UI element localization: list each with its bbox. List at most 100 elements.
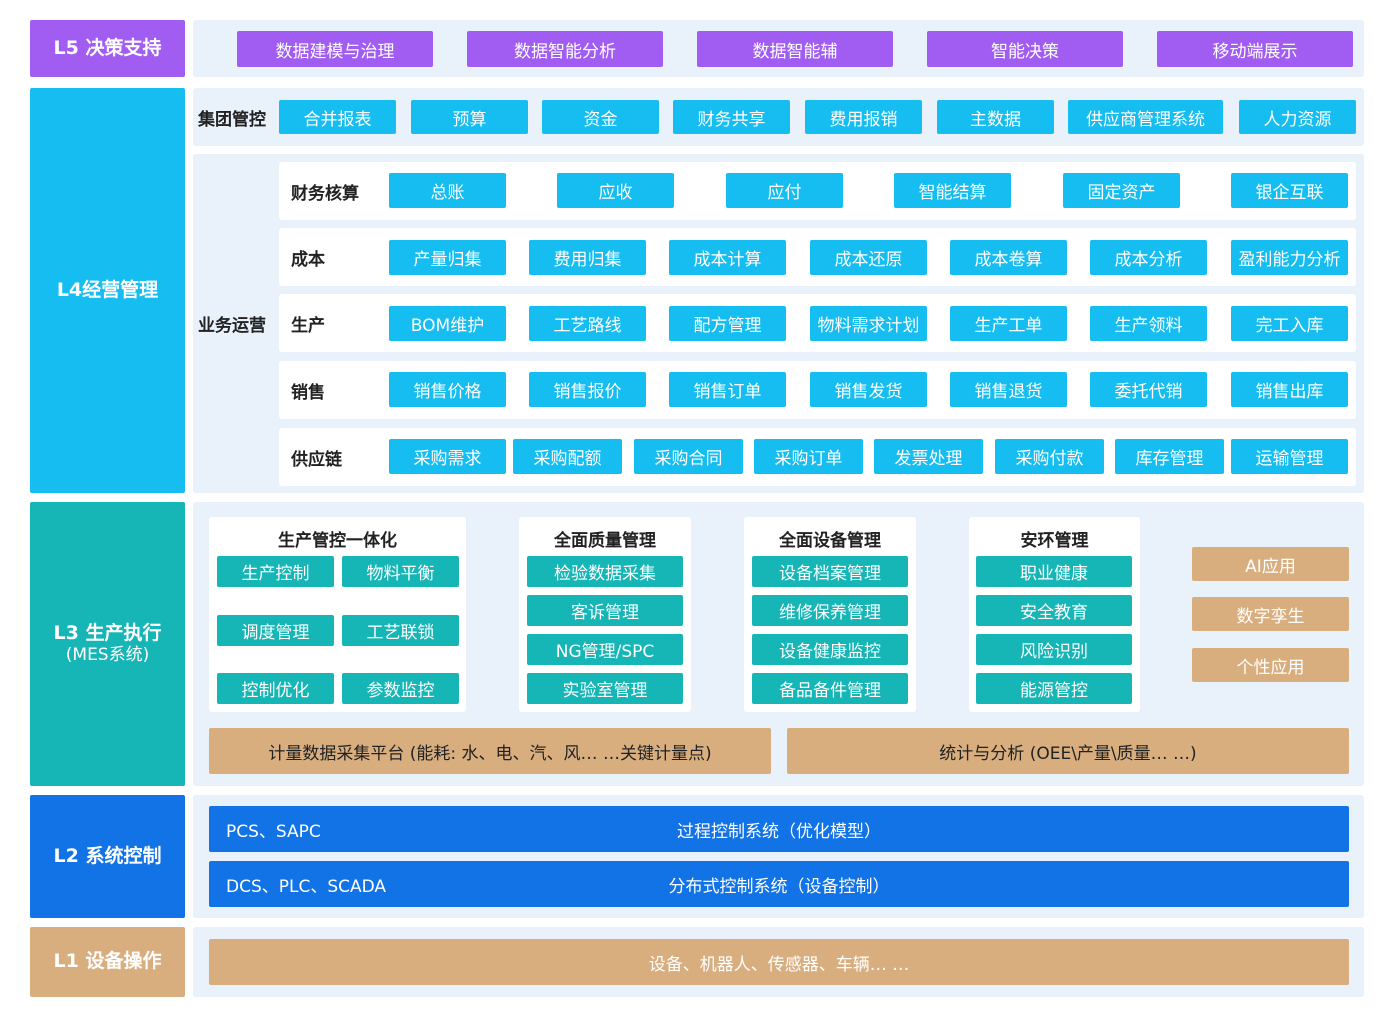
digital-twin-button[interactable]: 数字孪生 — [1192, 597, 1349, 631]
equipment-item[interactable]: 设备档案管理 — [752, 556, 908, 587]
ops-item[interactable]: 委托代销 — [1090, 372, 1207, 407]
ops-item[interactable]: 销售报价 — [529, 372, 646, 407]
ops-item[interactable]: 生产领料 — [1090, 306, 1207, 341]
ops-item[interactable]: BOM维护 — [389, 306, 506, 341]
ops-row-label: 生产 — [291, 315, 325, 336]
quality-item[interactable]: 实验室管理 — [527, 673, 683, 704]
ops-item[interactable]: 成本分析 — [1090, 240, 1207, 275]
ops-item[interactable]: 采购需求 — [389, 439, 506, 474]
prod-item[interactable]: 生产控制 — [217, 556, 334, 587]
process-control-systems: PCS、SAPC — [226, 821, 321, 842]
ops-item[interactable]: 应付 — [726, 173, 843, 208]
equipment-box: 全面设备管理 设备档案管理 维修保养管理 设备健康监控 备品备件管理 — [744, 517, 916, 712]
prod-item[interactable]: 物料平衡 — [342, 556, 459, 587]
quality-item[interactable]: NG管理/SPC — [527, 634, 683, 665]
ops-row-label: 供应链 — [291, 449, 342, 470]
ops-item[interactable]: 发票处理 — [874, 439, 983, 474]
custom-app-button[interactable]: 个性应用 — [1192, 648, 1349, 682]
quality-box: 全面质量管理 检验数据采集 客诉管理 NG管理/SPC 实验室管理 — [519, 517, 691, 712]
ops-item[interactable]: 工艺路线 — [529, 306, 646, 341]
ops-item[interactable]: 销售价格 — [389, 372, 506, 407]
ops-item[interactable]: 销售出库 — [1231, 372, 1348, 407]
prod-item[interactable]: 控制优化 — [217, 673, 334, 704]
ops-item[interactable]: 采购配额 — [513, 439, 622, 474]
prod-item[interactable]: 参数监控 — [342, 673, 459, 704]
safety-item[interactable]: 能源管控 — [976, 673, 1132, 704]
group-item[interactable]: 供应商管理系统 — [1068, 100, 1223, 134]
prod-control-title: 生产管控一体化 — [278, 531, 397, 551]
ops-item[interactable]: 销售退货 — [950, 372, 1067, 407]
quality-item[interactable]: 检验数据采集 — [527, 556, 683, 587]
process-control-desc: 过程控制系统（优化模型） — [677, 821, 881, 842]
equipment-title: 全面设备管理 — [779, 531, 881, 551]
l5-panel: 数据建模与治理 数据智能分析 数据智能辅 智能决策 移动端展示 — [193, 20, 1364, 77]
equipment-item[interactable]: 备品备件管理 — [752, 673, 908, 704]
ops-item[interactable]: 运输管理 — [1231, 439, 1348, 474]
ops-item[interactable]: 销售订单 — [669, 372, 786, 407]
safety-item[interactable]: 风险识别 — [976, 634, 1132, 665]
l5-item[interactable]: 数据建模与治理 — [237, 31, 433, 67]
distributed-control-bar[interactable]: DCS、PLC、SCADA 分布式控制系统（设备控制） — [209, 861, 1349, 907]
ops-item[interactable]: 成本还原 — [810, 240, 927, 275]
ops-item[interactable]: 配方管理 — [669, 306, 786, 341]
l5-item[interactable]: 数据智能分析 — [467, 31, 663, 67]
ops-item[interactable]: 总账 — [389, 173, 506, 208]
ops-item[interactable]: 生产工单 — [950, 306, 1067, 341]
group-item[interactable]: 合并报表 — [279, 100, 396, 134]
equipment-item[interactable]: 设备健康监控 — [752, 634, 908, 665]
group-item[interactable]: 预算 — [411, 100, 528, 134]
ops-item[interactable]: 产量归集 — [389, 240, 506, 275]
ops-item[interactable]: 固定资产 — [1063, 173, 1180, 208]
ops-item[interactable]: 采购合同 — [634, 439, 743, 474]
group-item[interactable]: 主数据 — [937, 100, 1054, 134]
safety-item[interactable]: 职业健康 — [976, 556, 1132, 587]
distributed-control-systems: DCS、PLC、SCADA — [226, 876, 387, 897]
equipment-item[interactable]: 维修保养管理 — [752, 595, 908, 626]
metering-platform-bar[interactable]: 计量数据采集平台 (能耗: 水、电、汽、风… …关键计量点) — [209, 728, 771, 774]
l5-item[interactable]: 智能决策 — [927, 31, 1123, 67]
ops-item[interactable]: 物料需求计划 — [810, 306, 927, 341]
statistics-analysis-bar[interactable]: 统计与分析 (OEE\产量\质量… …) — [787, 728, 1349, 774]
quality-title: 全面质量管理 — [554, 531, 656, 551]
safety-item[interactable]: 安全教育 — [976, 595, 1132, 626]
ai-app-button[interactable]: AI应用 — [1192, 547, 1349, 581]
level-l3-label: L3 生产执行 (MES系统) — [30, 502, 185, 786]
group-item[interactable]: 人力资源 — [1239, 100, 1356, 134]
ops-row-label: 销售 — [291, 382, 325, 403]
ops-row-finance: 财务核算 总账 应收 应付 智能结算 固定资产 银企互联 — [279, 162, 1356, 220]
ops-item[interactable]: 成本计算 — [669, 240, 786, 275]
l5-item[interactable]: 移动端展示 — [1157, 31, 1353, 67]
group-control-label: 集团管控 — [198, 109, 266, 130]
ops-row-label: 财务核算 — [291, 183, 359, 204]
group-item[interactable]: 资金 — [542, 100, 659, 134]
level-l1-label: L1 设备操作 — [30, 927, 185, 997]
group-control-panel: 集团管控 合并报表 预算 资金 财务共享 费用报销 主数据 供应商管理系统 人力… — [193, 88, 1364, 146]
ops-item[interactable]: 采购订单 — [754, 439, 863, 474]
ops-row-sales: 销售 销售价格 销售报价 销售订单 销售发货 销售退货 委托代销 销售出库 — [279, 361, 1356, 419]
ops-row-label: 成本 — [291, 249, 325, 270]
ops-item[interactable]: 智能结算 — [894, 173, 1011, 208]
level-l5-label: L5 决策支持 — [30, 20, 185, 77]
safety-title: 安环管理 — [1020, 531, 1089, 551]
ops-item[interactable]: 盈利能力分析 — [1231, 240, 1348, 275]
ops-item[interactable]: 费用归集 — [529, 240, 646, 275]
ops-item[interactable]: 应收 — [557, 173, 674, 208]
ops-item[interactable]: 银企互联 — [1231, 173, 1348, 208]
prod-item[interactable]: 调度管理 — [217, 615, 334, 646]
level-l2-label: L2 系统控制 — [30, 795, 185, 918]
prod-item[interactable]: 工艺联锁 — [342, 615, 459, 646]
ops-item[interactable]: 采购付款 — [995, 439, 1104, 474]
ops-row-production: 生产 BOM维护 工艺路线 配方管理 物料需求计划 生产工单 生产领料 完工入库 — [279, 294, 1356, 352]
ops-item[interactable]: 销售发货 — [810, 372, 927, 407]
group-item[interactable]: 财务共享 — [673, 100, 790, 134]
ops-item[interactable]: 成本卷算 — [950, 240, 1067, 275]
group-item[interactable]: 费用报销 — [805, 100, 922, 134]
quality-item[interactable]: 客诉管理 — [527, 595, 683, 626]
ops-item[interactable]: 库存管理 — [1115, 439, 1224, 474]
business-ops-label: 业务运营 — [198, 315, 266, 336]
ops-item[interactable]: 完工入库 — [1231, 306, 1348, 341]
ops-row-supply-chain: 供应链 采购需求 采购配额 采购合同 采购订单 发票处理 采购付款 库存管理 运… — [279, 428, 1356, 486]
process-control-bar[interactable]: PCS、SAPC 过程控制系统（优化模型） — [209, 806, 1349, 852]
l5-item[interactable]: 数据智能辅 — [697, 31, 893, 67]
devices-bar[interactable]: 设备、机器人、传感器、车辆… … — [209, 939, 1349, 985]
